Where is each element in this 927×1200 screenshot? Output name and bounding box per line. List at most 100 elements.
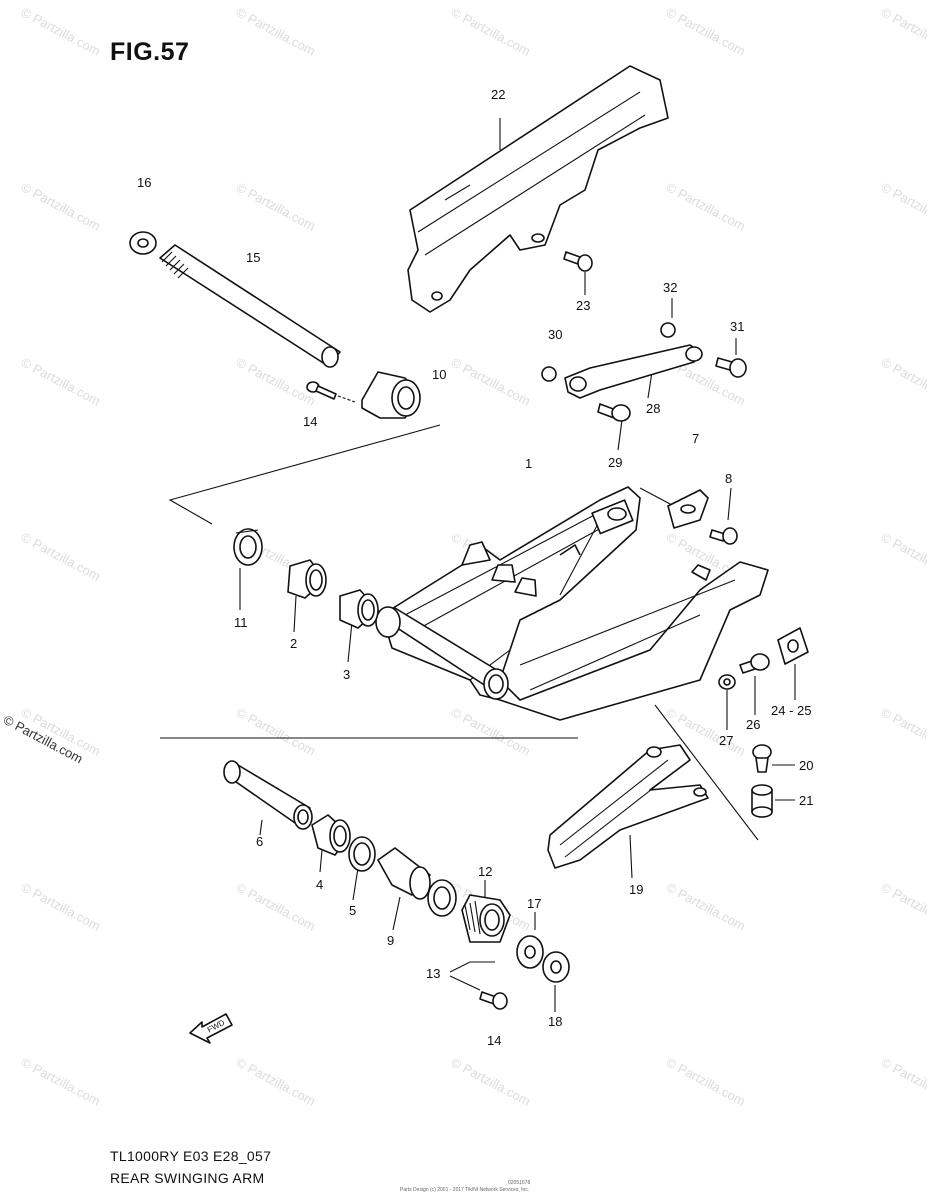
callout-31: 31 [730,319,744,334]
watermark-tile: © Partzilla.com [234,879,318,933]
watermark-tile: © Partzilla.com [234,1054,318,1108]
watermark-tile: © Partzilla.com [449,4,533,58]
watermark-tile: © Partzilla.com [449,1054,533,1108]
callout-7: 7 [692,431,699,446]
callout-layer: 1 2 3 4 5 6 7 8 9 10 11 12 13 14 14 15 1… [137,87,813,1048]
watermark-tile: © Partzilla.com [664,879,748,933]
callout-11: 11 [234,615,248,630]
watermark-tile: © Partzilla.com [664,179,748,233]
callout-14-lower: 14 [487,1033,501,1048]
bearing-housing-part-10[interactable] [361,371,421,419]
fine-print-code: 02051678 [508,1180,531,1186]
plate-part-24-25[interactable] [777,627,809,665]
watermark-tile: © Partzilla.com [19,529,103,583]
swing-arm-part-1[interactable] [381,486,769,721]
callout-4: 4 [316,877,323,892]
callout-24-25: 24 - 25 [771,703,811,718]
nut-part-30[interactable] [541,366,557,382]
callout-30: 30 [548,327,562,342]
watermark-tile: © Partzilla.com [879,529,927,583]
diagram-name: REAR SWINGING ARM [110,1170,265,1186]
spacer-part-9[interactable] [377,847,431,900]
fwd-arrow-icon: FWD [189,1013,233,1044]
callout-12: 12 [478,864,492,879]
bolt-part-29[interactable] [597,403,631,422]
bolt-part-23[interactable] [563,251,593,272]
watermark-tile: © Partzilla.com [664,4,748,58]
torque-link-part-28[interactable] [564,344,703,399]
seal-part-11[interactable] [233,528,263,566]
callout-23: 23 [576,298,590,313]
callout-26: 26 [746,717,760,732]
watermark-tile: © Partzilla.com [449,704,533,758]
seal-part-5[interactable] [348,836,376,872]
spacer-part-6[interactable] [223,760,313,830]
callout-10: 10 [432,367,446,382]
watermark-tile: © Partzilla.com [879,4,927,58]
bolt-part-14-upper[interactable] [306,381,356,403]
bearing-part-4[interactable] [311,814,351,856]
bearing-part-2[interactable] [287,559,327,599]
callout-19: 19 [629,882,643,897]
watermark-tile: © Partzilla.com [664,1054,748,1108]
callout-2: 2 [290,636,297,651]
fine-print-copyright: Parts Design (c) 2001 - 2017 Tik/Nt Netw… [400,1187,530,1193]
collar-part-21[interactable] [751,784,773,818]
callout-5: 5 [349,903,356,918]
pivot-tube [375,606,509,700]
watermark-tile: © Partzilla.com [19,179,103,233]
watermark-tile: © Partzilla.com [879,1054,927,1108]
washer-part-18[interactable] [542,951,570,983]
callout-8: 8 [725,471,732,486]
watermark-tile: © Partzilla.com [234,179,318,233]
watermark-tile: © Partzilla.com [19,4,103,58]
bolt-part-20[interactable] [752,744,772,773]
callout-21: 21 [799,793,813,808]
bolt-part-8[interactable] [709,527,738,545]
callout-15: 15 [246,250,260,265]
leader-lines [160,118,796,1012]
pivot-shaft-part-15[interactable] [159,244,341,368]
washer-part-27[interactable] [718,674,736,690]
callout-13: 13 [426,966,440,981]
watermark-tile: © Partzilla.com [879,879,927,933]
callout-1: 1 [525,456,532,471]
chain-guard-part-19[interactable] [547,744,709,869]
plate-part-7[interactable] [667,489,709,529]
callout-20: 20 [799,758,813,773]
callout-28: 28 [646,401,660,416]
callout-32: 32 [663,280,677,295]
washer-part-16[interactable] [129,231,157,255]
callout-17: 17 [527,896,541,911]
bolt-part-26[interactable] [739,653,770,674]
watermark-tile: © Partzilla.com [234,704,318,758]
callout-3: 3 [343,667,350,682]
housing-part-12[interactable] [461,894,511,943]
watermark-tile: © Partzilla.com [234,4,318,58]
watermark-tile: © Partzilla.com [19,354,103,408]
callout-14-upper: 14 [303,414,317,429]
bearing-part-3[interactable] [339,589,379,629]
callout-22: 22 [491,87,505,102]
seal-ring [427,879,457,917]
model-code: TL1000RY E03 E28_057 [110,1148,272,1164]
bolt-part-14-lower[interactable] [479,991,508,1010]
watermark-tile: © Partzilla.com [879,354,927,408]
watermark-tile: © Partzilla.com [449,354,533,408]
watermark-tile: © Partzilla.com [19,879,103,933]
callout-27: 27 [719,733,733,748]
watermark-tile: © Partzilla.com [879,704,927,758]
bolt-part-31[interactable] [715,357,747,378]
callout-18: 18 [548,1014,562,1029]
figure-title: FIG.57 [110,38,190,66]
callout-9: 9 [387,933,394,948]
watermark-tile: © Partzilla.com [234,354,318,408]
nut-part-32[interactable] [660,322,676,338]
watermark-tile: © Partzilla.com [19,1054,103,1108]
callout-16: 16 [137,175,151,190]
washer-part-17[interactable] [516,935,544,969]
callout-6: 6 [256,834,263,849]
chain-case-part-22[interactable] [407,65,669,313]
